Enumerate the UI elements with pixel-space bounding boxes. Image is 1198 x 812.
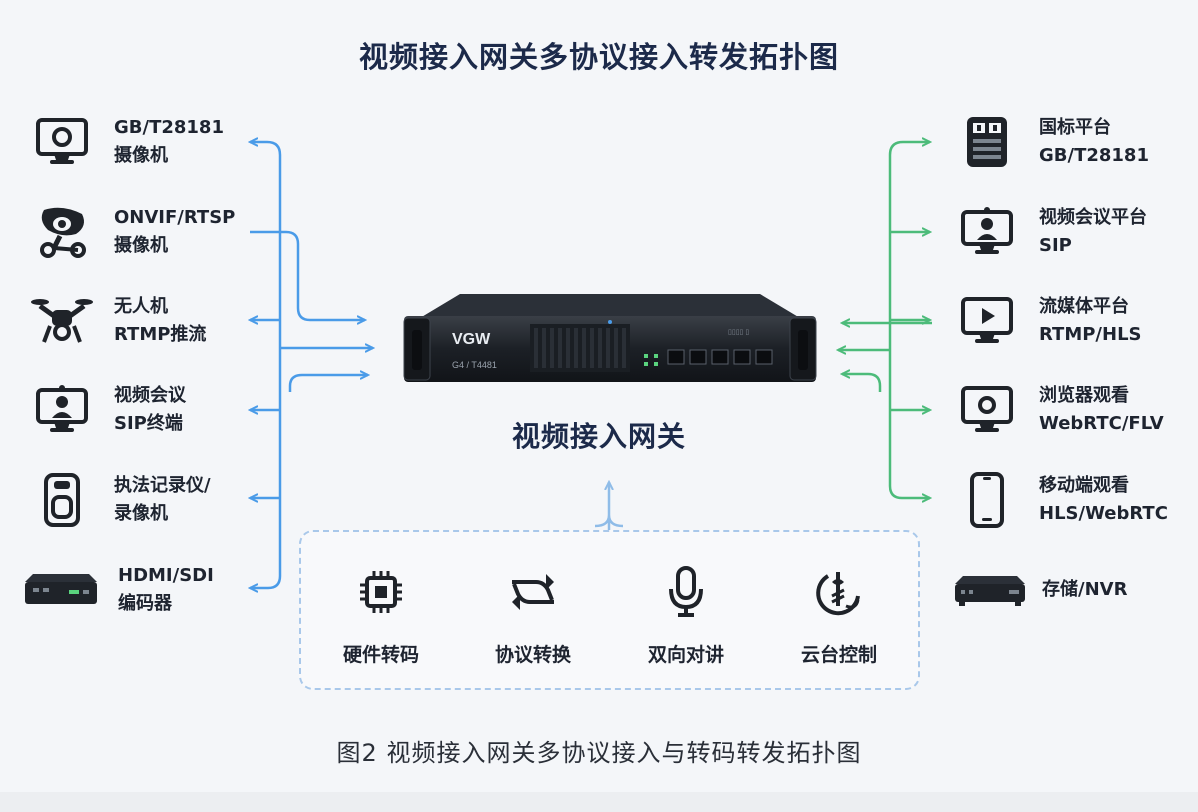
target-line1: 浏览器观看 [1039, 385, 1129, 406]
smartphone-icon [955, 470, 1019, 530]
dome-camera-icon [30, 202, 94, 262]
source-sip-terminal: 视频会议 SIP终端 [30, 380, 186, 440]
target-gb-platform: 国标平台 GB/T28181 [955, 112, 1149, 172]
video-conference-terminal-icon [30, 380, 94, 440]
right-to-gateway-3 [842, 374, 882, 392]
ethernet-ports [667, 349, 773, 365]
feature-up-arrow [594, 514, 624, 530]
gateway-brand: VGW [452, 331, 491, 348]
right-trunk-line [888, 155, 930, 498]
source-line2: 录像机 [114, 503, 168, 524]
monitor-camera-icon [30, 112, 94, 172]
target-line1: 存储/NVR [1042, 579, 1128, 600]
target-line1: 移动端观看 [1039, 475, 1129, 496]
chip-icon [321, 562, 441, 622]
target-line1: 国标平台 [1039, 117, 1111, 138]
target-browser-view: 浏览器观看 WebRTC/FLV [955, 380, 1164, 440]
target-line2: SIP [1039, 235, 1072, 256]
nvr-box-icon [952, 560, 1028, 620]
streaming-monitor-icon [955, 291, 1019, 351]
source-onvif-camera: ONVIF/RTSP 摄像机 [30, 202, 235, 262]
source-line1: GB/T28181 [114, 117, 224, 138]
feature-label: 硬件转码 [342, 644, 419, 666]
target-line2: WebRTC/FLV [1039, 413, 1164, 434]
source-line1: 执法记录仪/ [114, 475, 211, 496]
source-line2: 摄像机 [114, 145, 168, 166]
source-hdmi-encoder: HDMI/SDI 编码器 [22, 560, 214, 620]
target-mobile-view: 移动端观看 HLS/WebRTC [955, 470, 1168, 530]
right-vertical-trunk [888, 142, 930, 156]
feature-two-way-talk: 双向对讲 [626, 562, 746, 667]
target-line2: HLS/WebRTC [1039, 503, 1168, 524]
target-line1: 视频会议平台 [1039, 207, 1147, 228]
gateway-label: 视频接入网关 [511, 420, 686, 453]
left-to-gateway-2 [288, 375, 368, 392]
feature-protocol-convert: 协议转换 [473, 562, 593, 667]
source-line2: 编码器 [118, 593, 172, 614]
feature-label: 云台控制 [800, 644, 877, 666]
source-body-camera: 执法记录仪/录像机 [30, 470, 211, 530]
diagram-title: 视频接入网关多协议接入转发拓扑图 [358, 40, 839, 74]
feature-hardware-transcode: 硬件转码 [321, 562, 441, 667]
feature-ptz-control: 云台控制 [779, 562, 899, 667]
status-leds [644, 354, 658, 366]
source-line1: 视频会议 [114, 385, 186, 406]
source-line2: RTMP推流 [114, 324, 207, 345]
source-drone: 无人机 RTMP推流 [30, 291, 206, 351]
drone-icon [30, 291, 94, 351]
gateway-tag: ▯▯▯▯ ▯ [728, 329, 749, 336]
target-conference-platform: 视频会议平台 SIP [955, 202, 1147, 262]
left-arrow-2 [250, 230, 365, 320]
target-nvr-storage: 存储/NVR [952, 560, 1127, 620]
bottom-strip [0, 792, 1198, 812]
source-line1: 无人机 [114, 296, 168, 317]
feature-label: 协议转换 [494, 644, 571, 666]
target-line2: RTMP/HLS [1039, 324, 1142, 345]
source-line1: ONVIF/RTSP [114, 207, 236, 228]
source-line1: HDMI/SDI [118, 565, 214, 586]
target-streaming-platform: 流媒体平台 RTMP/HLS [955, 291, 1142, 351]
ptz-control-icon [779, 562, 899, 622]
feature-panel: 硬件转码 协议转换 双向对讲 云台控制 [299, 530, 920, 690]
body-camera-icon [30, 470, 94, 530]
microphone-icon [626, 562, 746, 622]
figure-caption: 图2 视频接入网关多协议接入与转码转发拓扑图 [336, 739, 862, 767]
swap-arrows-icon [473, 562, 593, 622]
gateway-model: G4 / T4481 [452, 360, 497, 370]
browser-monitor-icon [955, 380, 1019, 440]
server-rack-icon [955, 112, 1019, 172]
target-line1: 流媒体平台 [1039, 296, 1129, 317]
feature-label: 双向对讲 [647, 644, 724, 666]
gateway-device: VGW G4 / T4481 ▯▯▯▯ ▯ [403, 294, 817, 382]
source-gbt28181-camera: GB/T28181 摄像机 [30, 112, 224, 172]
encoder-box-icon [22, 560, 100, 620]
left-trunk-line [266, 140, 282, 156]
source-line2: SIP终端 [114, 413, 183, 434]
conference-platform-icon [955, 202, 1019, 262]
source-line2: 摄像机 [114, 235, 168, 256]
left-vertical-trunk [267, 155, 282, 590]
target-line2: GB/T28181 [1039, 145, 1149, 166]
